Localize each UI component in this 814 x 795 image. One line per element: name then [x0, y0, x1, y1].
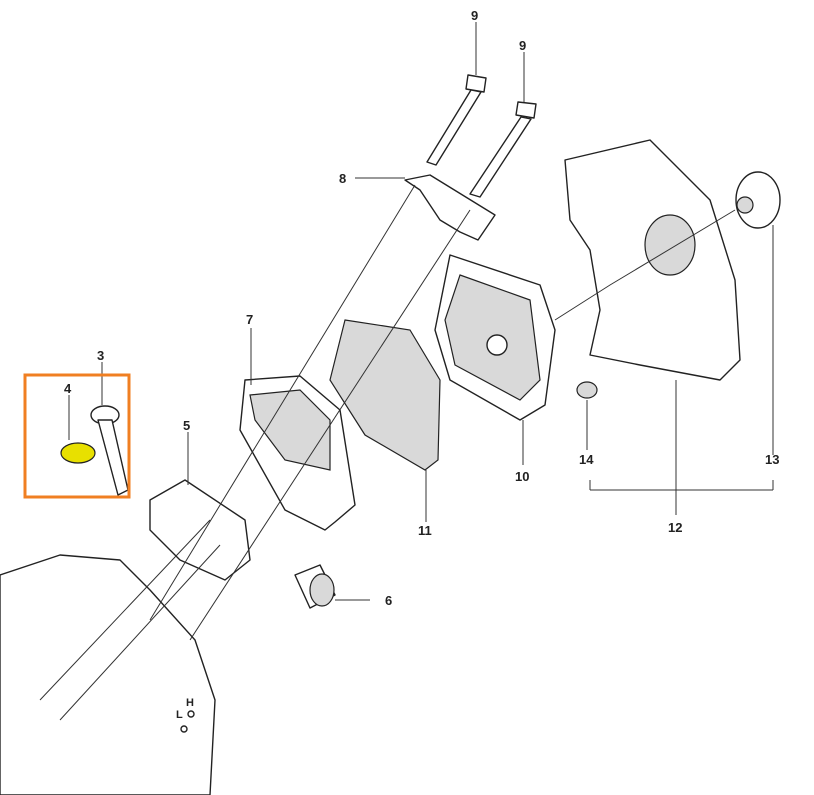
highlight-box [23, 373, 131, 499]
grommet-4 [60, 442, 96, 464]
callout-5: 5 [183, 418, 190, 433]
callout-9-left: 9 [471, 8, 478, 23]
callout-10: 10 [515, 469, 529, 484]
spacer-6 [294, 564, 336, 609]
bolt-9-right [469, 101, 537, 198]
callout-8: 8 [339, 171, 346, 186]
knob-13 [735, 171, 781, 229]
carb-mark-high: H [186, 697, 194, 709]
filter-element-11 [329, 319, 441, 471]
callout-11: 11 [418, 523, 432, 538]
callout-4: 4 [64, 381, 72, 396]
bolt-9-left [426, 74, 487, 166]
plug-14 [576, 381, 598, 399]
callout-3: 3 [97, 348, 104, 363]
engine-body [0, 554, 216, 795]
bracket-8 [404, 174, 496, 241]
callout-7: 7 [246, 312, 253, 327]
callout-9-right: 9 [519, 38, 526, 53]
choke-rod-3 [90, 405, 129, 496]
callout-12: 12 [668, 520, 682, 535]
carb-mark-low: L [176, 709, 183, 721]
callout-6: 6 [385, 593, 392, 608]
callout-14: 14 [579, 452, 594, 467]
callout-13: 13 [765, 452, 779, 467]
